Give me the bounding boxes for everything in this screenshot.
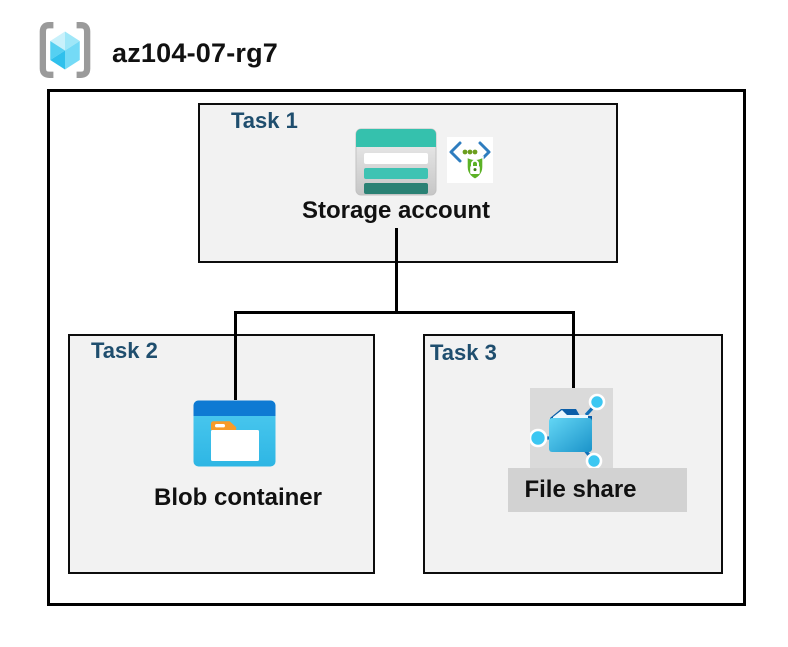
task3-label: Task 3 (430, 340, 497, 365)
blob-container-label: Blob container (153, 484, 322, 511)
blob-container-icon (193, 400, 276, 467)
storage-account-label: Storage account (301, 197, 491, 224)
task2-label: Task 2 (91, 338, 158, 363)
connector-to-fileshare (572, 311, 575, 391)
task1-label: Task 1 (231, 108, 298, 133)
file-share-icon (530, 393, 606, 468)
connector-storage-stem (395, 228, 398, 314)
resource-group-name: az104-07-rg7 (112, 38, 278, 68)
storage-account-icon (355, 128, 437, 196)
file-share-label: File share (524, 476, 637, 503)
resource-group-icon (39, 22, 91, 78)
connector-branch (234, 311, 575, 314)
secure-access-icon (447, 137, 493, 183)
connector-to-blob (234, 311, 237, 400)
file-share-label-background: File share (508, 468, 687, 512)
